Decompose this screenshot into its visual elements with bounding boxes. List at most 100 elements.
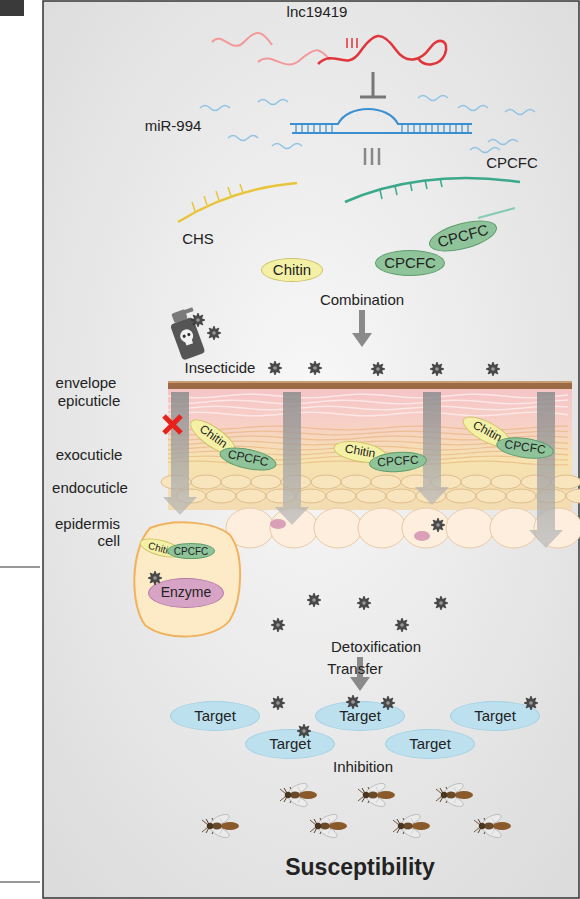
epidermis-cell [314,508,362,548]
node-text: CPCFC [226,448,269,469]
insect-antenna [436,789,442,794]
base-pair [307,125,308,132]
mirna-fragment [505,110,535,115]
base-pair [443,125,444,132]
annotation-label: lnc19419 [287,4,348,21]
endocuticle-cell [191,475,221,489]
node-text: Enzyme [161,585,212,600]
endocuticle-cell [491,475,521,489]
cpcfc-tooth [410,182,412,191]
base-pair [455,125,456,132]
insect-antenna [280,789,286,794]
insecticide-molecule [524,696,538,710]
target-blob: Target [170,701,260,731]
insect-head [207,823,213,829]
mirna-strand [292,132,472,134]
annotation-label: Combination [320,292,404,309]
annotation-label: Insecticide [185,360,256,377]
endocuticle-cell [326,489,356,503]
insect-antenna [393,827,399,832]
chs-tooth [204,196,207,205]
annotation-label: CHS [182,231,214,248]
epicuticle-wave [168,412,568,415]
node-text: Chitin [197,423,230,451]
node-text: Target [339,708,381,725]
envelope-layer [168,381,572,389]
insect [202,812,239,840]
block-cross [164,416,181,433]
epicuticle-wave [168,406,568,410]
insecticide-molecule [308,361,322,375]
insect-antenna [202,827,208,832]
annotation-label: endocuticle [52,480,128,497]
molecule-core [276,623,280,627]
base-pair [431,125,432,132]
cpcfc-pill: CPCFC [375,250,445,276]
insect-antenna [310,820,316,825]
base-pair [437,125,438,132]
envelope-highlight [168,381,572,383]
insect-antenna [202,820,208,825]
insect-abdomen [299,791,317,799]
epidermis-cell-shape: epidermis cellChitinCPCFCEnzyme [130,520,242,642]
flow-arrow [352,310,372,347]
insect [358,781,395,809]
node-text: Target [269,736,311,753]
annotation-label: miR-994 [145,118,202,135]
insect-head [398,823,404,829]
molecule-core [362,601,366,605]
insect-antenna [474,827,480,832]
insecticide-molecule [486,362,500,376]
endocuticle-cell [446,489,476,503]
insecticide-molecule [434,596,448,610]
insect-abdomen [455,791,473,799]
insecticide-molecule [430,362,444,376]
annotation-label: Transfer [327,661,382,678]
molecule-core [386,701,390,705]
cpcfc-fragment [478,208,515,218]
insecticide-molecule [346,695,360,709]
chs-tooth [240,184,243,193]
target-blob: Target [315,701,405,731]
binding-bar [364,148,367,165]
endocuticle-cell [311,475,341,489]
base-pair [413,125,414,132]
endocuticle-cell [551,475,580,489]
node-text: CPCFC [384,255,436,272]
binding-bar [371,148,374,165]
insect-head [285,792,291,798]
cell-nucleus [270,519,286,529]
insect-thorax [320,823,330,830]
insecticide-molecule [271,696,285,710]
base-pair [331,125,332,132]
cpcfc-pill: CPCFC [495,434,555,462]
base-pair [319,125,320,132]
insect [310,812,347,840]
tick-line [0,567,40,568]
cuticle-layers [168,386,572,510]
insect-thorax [290,792,300,799]
skull-eye [187,333,191,337]
insecticide-molecule [207,326,221,340]
cpcfc-pill: CPCFC [218,443,279,475]
penetration-arrow [415,392,449,505]
cpcfc-tooth [425,180,427,189]
base-pair [425,125,426,132]
base-pair [325,125,326,132]
target-blob: Target [450,701,540,731]
molecule-core [312,598,316,602]
base-pair [407,125,408,132]
base-pair [461,125,462,132]
annotation-label: envelope [56,375,117,392]
base-pair [295,125,296,132]
molecule-core [196,318,200,322]
node-text: CPCFC [377,454,419,470]
chs-tooth [192,202,195,211]
insect-thorax [403,823,413,830]
chitin-pill: Chitin [261,258,323,282]
insect-abdomen [412,822,430,830]
insect-antenna [436,796,442,801]
endocuticle-cell [566,489,580,503]
mirna-fragment [458,106,488,111]
molecule-core [376,367,380,371]
